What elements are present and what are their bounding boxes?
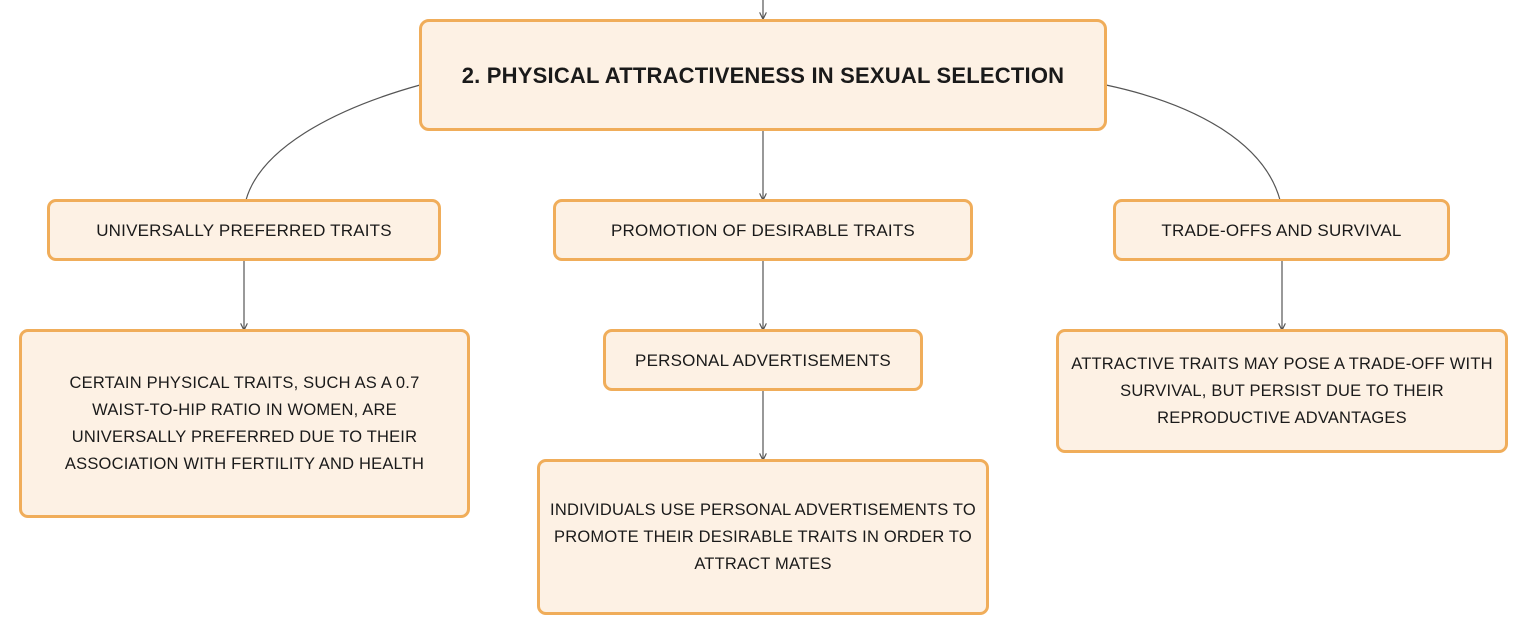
- branch-node-trade-offs-and-survival[interactable]: TRADE-OFFS AND SURVIVAL: [1113, 199, 1450, 261]
- detail-node-universally-preferred-traits[interactable]: CERTAIN PHYSICAL TRAITS, SUCH AS A 0.7 W…: [19, 329, 470, 518]
- branch-node-promotion-of-desirable-traits[interactable]: PROMOTION OF DESIRABLE TRAITS: [553, 199, 973, 261]
- connector-root-to-branch-3: [1105, 84, 1281, 201]
- branch-node-universally-preferred-traits[interactable]: UNIVERSALLY PREFERRED TRAITS: [47, 199, 441, 261]
- sub-node-personal-advertisements[interactable]: PERSONAL ADVERTISEMENTS: [603, 329, 923, 391]
- detail-node-trade-offs-and-survival[interactable]: ATTRACTIVE TRAITS MAY POSE A TRADE-OFF W…: [1056, 329, 1508, 453]
- detail-node-personal-advertisements[interactable]: INDIVIDUALS USE PERSONAL ADVERTISEMENTS …: [537, 459, 989, 615]
- root-node[interactable]: 2. PHYSICAL ATTRACTIVENESS IN SEXUAL SEL…: [419, 19, 1107, 131]
- connector-root-to-branch-1: [245, 84, 421, 201]
